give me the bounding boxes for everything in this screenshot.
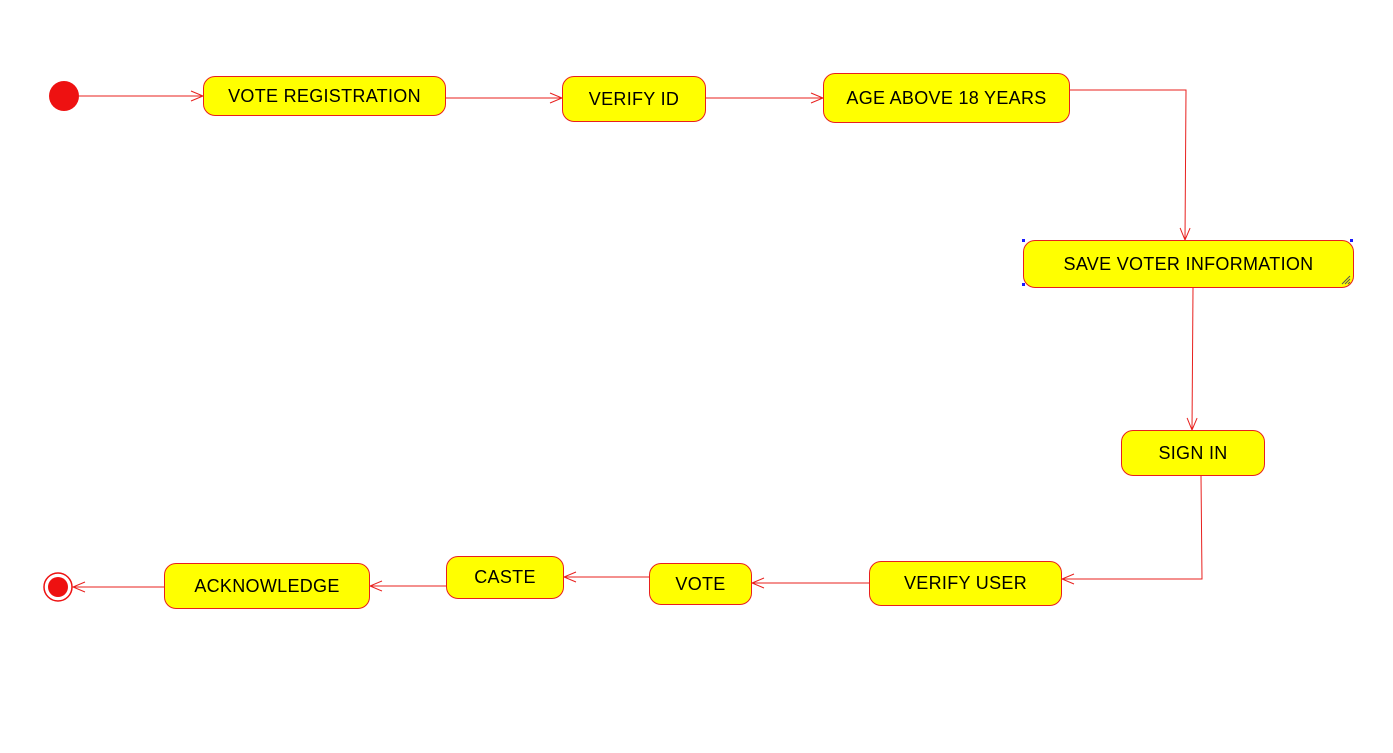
final-node[interactable] xyxy=(43,572,73,602)
state-acknowledge[interactable]: ACKNOWLEDGE xyxy=(164,563,370,609)
state-label: ACKNOWLEDGE xyxy=(194,575,340,596)
state-sign-in[interactable]: SIGN IN xyxy=(1121,430,1265,476)
resize-grip-icon[interactable] xyxy=(1341,275,1351,285)
transition-edge-save-voter-information-to-sign-in[interactable] xyxy=(1192,287,1193,430)
state-label: SIGN IN xyxy=(1158,442,1228,463)
state-caste[interactable]: CASTE xyxy=(446,556,564,599)
state-label: CASTE xyxy=(474,567,536,587)
state-save-voter-information[interactable]: SAVE VOTER INFORMATION xyxy=(1023,240,1354,288)
state-vote-registration[interactable]: VOTE REGISTRATION xyxy=(203,76,446,116)
state-label: SAVE VOTER INFORMATION xyxy=(1063,253,1314,274)
transitions-layer xyxy=(73,89,1203,587)
state-label: VOTE REGISTRATION xyxy=(228,85,421,106)
state-label: VOTE xyxy=(675,573,726,594)
selection-handle[interactable] xyxy=(1022,283,1025,286)
transition-edge-sign-in-to-verify-user[interactable] xyxy=(1062,475,1203,579)
selection-handle[interactable] xyxy=(1350,239,1353,242)
state-age-above-18-years[interactable]: AGE ABOVE 18 YEARS xyxy=(823,73,1070,123)
state-label: VERIFY USER xyxy=(904,573,1027,593)
initial-node[interactable] xyxy=(49,81,79,111)
state-verify-user[interactable]: VERIFY USER xyxy=(869,561,1062,606)
pseudostates-layer xyxy=(43,81,79,602)
state-label: AGE ABOVE 18 YEARS xyxy=(846,87,1047,108)
state-label: VERIFY ID xyxy=(588,88,680,109)
transition-edge-age-above-18-years-to-save-voter-information[interactable] xyxy=(1070,89,1186,240)
state-vote[interactable]: VOTE xyxy=(649,563,752,605)
selection-handle[interactable] xyxy=(1022,239,1025,242)
state-verify-id[interactable]: VERIFY ID xyxy=(562,76,706,122)
